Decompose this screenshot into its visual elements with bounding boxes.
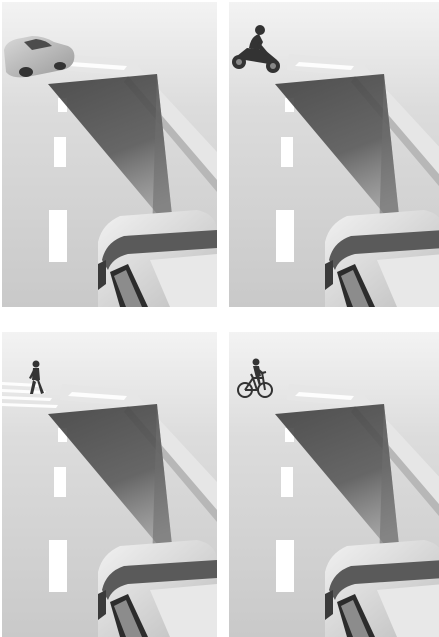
panel-car-detection bbox=[2, 2, 217, 307]
panel-pedestrian-detection bbox=[2, 332, 217, 637]
panel-motorcycle-detection bbox=[229, 2, 439, 307]
panel-bicycle-detection bbox=[229, 332, 439, 637]
